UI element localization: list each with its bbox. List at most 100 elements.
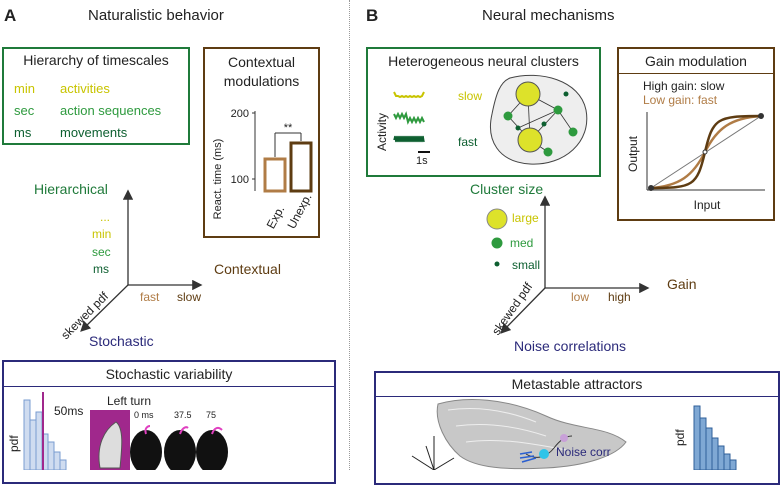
reaction-ylabel: React. time (ms): [212, 139, 224, 220]
cluster-slow-label: slow: [458, 89, 482, 103]
cluster-med-1: [553, 105, 563, 115]
label-stochastic: Stochastic: [89, 333, 154, 349]
trace-slow: [393, 91, 425, 99]
label-large: large: [512, 211, 539, 225]
time-375: 37.5: [174, 410, 192, 420]
label-contextual: Contextual: [214, 261, 281, 277]
landscape-mesh: [447, 408, 567, 451]
attractor-purple: [560, 434, 568, 442]
label-slow: slow: [177, 290, 202, 304]
size-large-dot: [486, 208, 508, 230]
metastable-figure: Noise corr pdf: [411, 399, 737, 470]
hierarchy-scale-sec: sec: [14, 103, 35, 118]
context-title-line2: modulations: [223, 73, 300, 89]
label-small: small: [512, 258, 541, 272]
reaction-time-chart: React. time (ms) 200 100 ** Exp. Unexp.: [212, 108, 315, 231]
scalebar-label: 1s: [416, 155, 428, 167]
label-high: high: [608, 290, 631, 304]
stochastic-50ms: 50ms: [54, 404, 83, 418]
gain-box: Gain modulation High gain: slow Low gain…: [617, 47, 775, 221]
cluster-small-3: [541, 121, 547, 127]
bar-expected: [263, 157, 287, 193]
energy-landscape: [436, 399, 627, 470]
panel-a-title: Naturalistic behavior: [88, 7, 224, 24]
state-axes: [411, 436, 455, 470]
label-med: med: [510, 236, 534, 250]
label-noise: Noise correlations: [514, 338, 627, 354]
left-turn-label: Left turn: [107, 394, 151, 408]
cluster-large-1: [515, 81, 541, 107]
label-dots: ...: [100, 210, 111, 224]
context-title-line1: Contextual: [228, 54, 295, 70]
stochastic-pdf-label: pdf: [7, 435, 21, 452]
bar-unexpected: [289, 141, 313, 193]
panel-a-letter: A: [4, 6, 17, 25]
cluster-med-2: [503, 111, 513, 121]
network-blob: [490, 74, 588, 165]
label-sec: sec: [92, 245, 111, 259]
label-cluster-size: Cluster size: [470, 181, 544, 197]
mouse-trace-3: [211, 426, 223, 435]
cluster-small-2: [563, 91, 569, 97]
panel-b-letter: B: [366, 6, 379, 25]
axis-b-skewed: skewed pdf: [489, 279, 536, 337]
attractor-cyan: [539, 449, 549, 459]
reaction-ylabel-group: React. time (ms): [212, 139, 224, 220]
gain-ylabel: Output: [626, 135, 640, 172]
cluster-fast-label: fast: [458, 135, 478, 149]
context-box: Contextual modulations React. time (ms) …: [203, 47, 320, 238]
significance-stars: **: [284, 122, 293, 134]
size-small-dot: [494, 261, 500, 267]
panel-a-axes: skewed pdf: [58, 189, 203, 342]
cluster-large-2: [517, 127, 543, 153]
ytick-100: 100: [231, 174, 249, 186]
noise-arrows: [519, 451, 537, 463]
gain-low-label: Low gain: fast: [643, 93, 718, 107]
ytick-200: 200: [231, 108, 249, 120]
label-fast: fast: [140, 290, 160, 304]
gain-point-mid: [702, 149, 708, 155]
hierarchy-box-title: Hierarchy of timescales: [23, 52, 169, 68]
cluster-med-4: [543, 147, 553, 157]
label-low: low: [571, 290, 590, 304]
hierarchy-box: Hierarchy of timescales min activities s…: [2, 47, 190, 145]
label-gain: Gain: [667, 276, 697, 292]
stochastic-figure: pdf 50ms Left turn 0 ms 37.5 75: [7, 392, 228, 470]
metastable-box-title: Metastable attractors: [511, 376, 643, 392]
stochastic-histogram: [23, 399, 67, 470]
hierarchy-label-movements: movements: [60, 125, 128, 140]
trace-medium: [393, 111, 425, 125]
stochastic-box-title: Stochastic variability: [105, 366, 233, 382]
metastable-histogram: [693, 405, 737, 470]
cluster-med-3: [568, 127, 578, 137]
size-med-dot: [491, 237, 503, 249]
label-ms: ms: [93, 262, 109, 276]
label-min: min: [92, 227, 112, 241]
mouse-image-2: [164, 430, 196, 470]
axis-noise: [500, 287, 546, 334]
panel-b-title: Neural mechanisms: [482, 7, 615, 24]
hierarchy-scale-ms: ms: [14, 125, 32, 140]
label-hierarchical: Hierarchical: [34, 181, 108, 197]
gain-high-label: High gain: slow: [643, 79, 725, 93]
mouse-trace-1: [144, 425, 151, 435]
gain-point-start: [648, 185, 654, 191]
mouse-image-0: [98, 421, 123, 469]
panel-b-axes: skewed pdf: [486, 195, 650, 338]
gain-xlabel: Input: [694, 198, 721, 212]
mouse-image-1: [130, 430, 162, 470]
time-75: 75: [206, 410, 216, 420]
gain-box-title: Gain modulation: [645, 53, 747, 69]
cluster-small-1: [515, 125, 521, 131]
axis-stochastic: [80, 284, 129, 332]
gain-point-end: [758, 113, 764, 119]
hierarchy-label-activities: activities: [60, 81, 110, 96]
metastable-pdf-label: pdf: [673, 429, 687, 446]
clusters-box-title: Heterogeneous neural clusters: [388, 53, 579, 69]
mouse-trace-2: [179, 426, 189, 435]
hierarchy-label-sequences: action sequences: [60, 103, 162, 118]
gain-chart: Output Input: [626, 112, 765, 212]
mouse-image-3: [196, 430, 228, 470]
trace-fast: [393, 135, 425, 143]
noise-corr-label: Noise corr: [556, 445, 611, 459]
